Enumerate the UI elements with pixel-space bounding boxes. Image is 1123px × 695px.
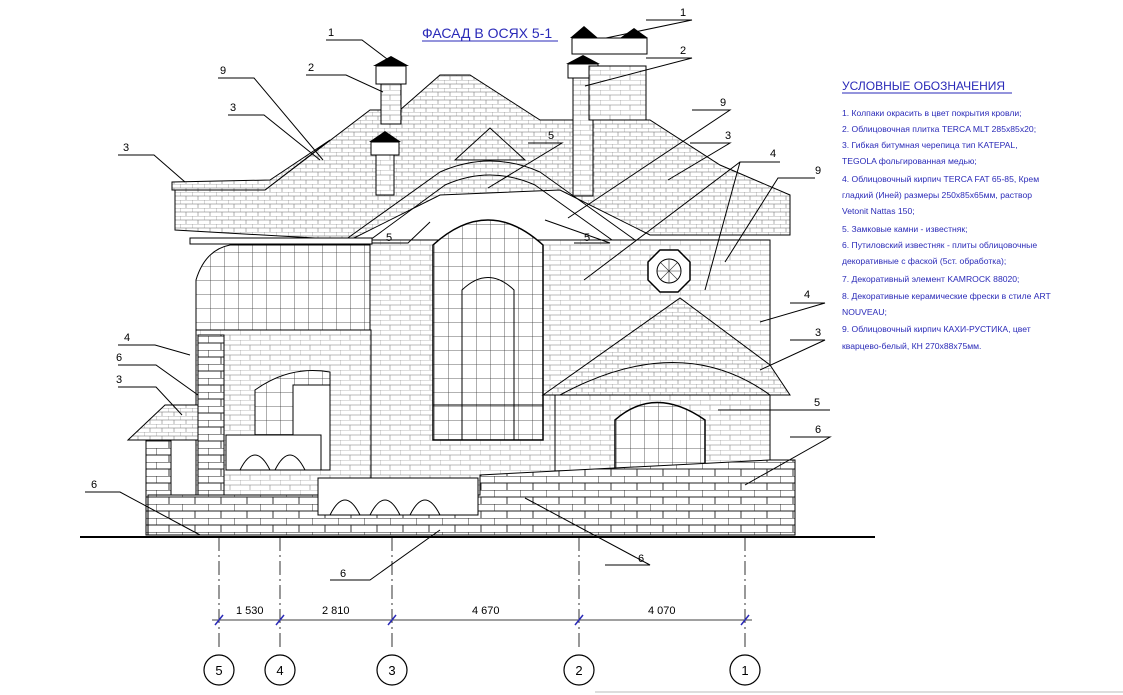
callout-5-top: 5 [548, 130, 554, 142]
legend-lines: 1. Колпаки окрасить в цвет покрытия кров… [842, 108, 1052, 351]
callout-3-bay: 3 [815, 327, 821, 339]
callout-5-right: 5 [584, 232, 590, 244]
legend-line: декоративные с фаской (5ст. обработка); [842, 256, 1006, 266]
chimney-left [373, 56, 409, 125]
callout-4-top: 4 [770, 148, 776, 160]
callout-9-mid: 9 [720, 97, 726, 109]
legend-line: 1. Колпаки окрасить в цвет покрытия кров… [842, 108, 1022, 118]
axis-label-2: 2 [575, 663, 582, 678]
chimney-right [566, 26, 648, 197]
legend-line: 7. Декоративный элемент KAMROCK 88020; [842, 274, 1019, 284]
callout-2-left: 2 [308, 62, 314, 74]
legend-line: 2. Облицовочная плитка TERCA MLT 285х85х… [842, 124, 1036, 134]
callout-3-right: 3 [725, 130, 731, 142]
callout-9-right: 9 [815, 165, 821, 177]
axis-label-4: 4 [276, 663, 283, 678]
legend-line: 3. Гибкая битумная черепица тип KATEPAL, [842, 140, 1018, 150]
legend-title: УСЛОВНЫЕ ОБОЗНАЧЕНИЯ [842, 79, 1005, 93]
central-arched-window [432, 219, 544, 441]
dormer-gable [344, 127, 636, 241]
callout-4-left: 4 [124, 332, 130, 344]
dimension-line [212, 614, 752, 626]
legend-line: гладкий (Иней) размеры 250х85х65мм, раст… [842, 190, 1032, 200]
callout-3-upper: 3 [230, 102, 236, 114]
callout-2-right: 2 [680, 45, 686, 57]
dimension-3-2: 4 670 [472, 605, 500, 617]
callout-4-right: 4 [804, 289, 810, 301]
legend-line: Vetonit Nattas 150; [842, 206, 915, 216]
dimension-5-4: 1 530 [236, 605, 264, 617]
callout-leaders [85, 19, 832, 581]
callout-6-base-center: 6 [340, 568, 346, 580]
legend-line: 6. Путиловский известняк - плиты облицов… [842, 240, 1037, 250]
callout-1-left: 1 [328, 27, 334, 39]
callout-6-base-left: 6 [91, 479, 97, 491]
axis-label-1: 1 [741, 663, 748, 678]
glazed-wall [189, 237, 373, 331]
axis-label-3: 3 [388, 663, 395, 678]
axis-lines [218, 537, 746, 650]
legend-line: NOUVEAU; [842, 307, 887, 317]
callout-3-left: 3 [123, 142, 129, 154]
callout-9-top: 9 [220, 65, 226, 77]
legend-line: кварцево-белый, КН 270х88х75мм. [842, 341, 981, 351]
callout-6-left: 6 [116, 352, 122, 364]
legend-line: 8. Декоративные керамические фрески в ст… [842, 291, 1052, 301]
callout-6-base-right: 6 [638, 553, 644, 565]
callout-5-bay: 5 [814, 397, 820, 409]
dimension-2-1: 4 070 [648, 605, 676, 617]
legend-line: TEGOLA фольгированная медью; [842, 156, 977, 166]
axis-label-5: 5 [215, 663, 222, 678]
fence [317, 477, 479, 516]
chimney-small [369, 131, 401, 196]
axis-bubbles [203, 654, 761, 686]
octagon-window [647, 249, 691, 293]
callout-5-left: 5 [386, 232, 392, 244]
legend-line: 4. Облицовочный кирпич TERCA FAT 65-85, … [842, 174, 1039, 184]
callout-3-porch: 3 [116, 374, 122, 386]
dimension-4-3: 2 810 [322, 605, 350, 617]
balustrade-left [225, 434, 322, 471]
legend-line: 5. Замковые камни - известняк; [842, 224, 968, 234]
legend-line: 9. Облицовочный кирпич КАХИ-РУСТИКА, цве… [842, 324, 1031, 334]
drawing-title: ФАСАД В ОСЯХ 5-1 [422, 25, 552, 41]
callout-6-right: 6 [815, 424, 821, 436]
callout-1-right: 1 [680, 7, 686, 19]
